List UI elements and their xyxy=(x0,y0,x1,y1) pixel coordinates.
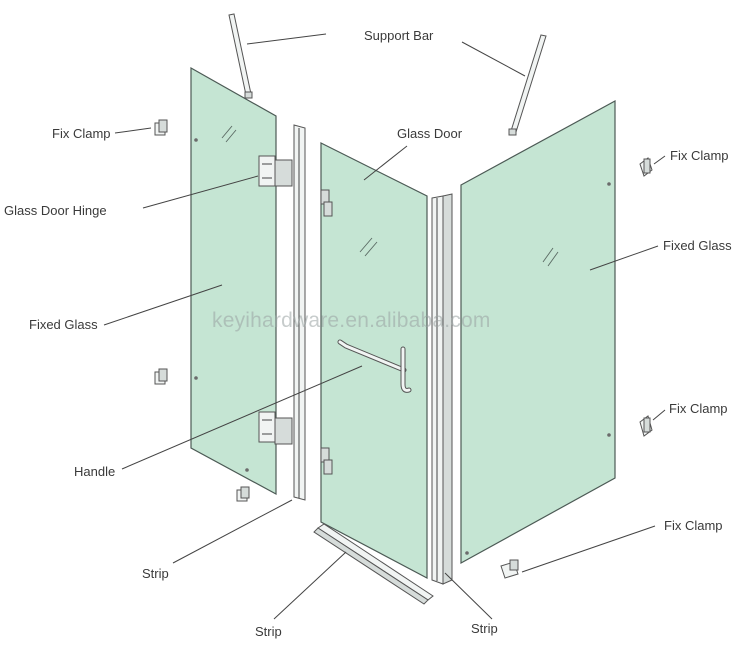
label-strip-bottom: Strip xyxy=(255,624,282,639)
label-support-bar: Support Bar xyxy=(364,28,434,43)
label-fixed-glass-left: Fixed Glass xyxy=(29,317,98,332)
label-strip-right: Strip xyxy=(471,621,498,636)
support-bar-right xyxy=(508,34,547,136)
fix-clamp-top-right xyxy=(639,157,653,177)
fixed-glass-left-panel xyxy=(190,66,277,496)
watermark-text: keyihardware.en.alibaba.com xyxy=(212,309,491,332)
fix-clamp-bottom-right xyxy=(500,559,519,579)
fix-clamp-top-left xyxy=(154,119,168,136)
label-fix-clamp-right-top: Fix Clamp xyxy=(670,148,729,163)
label-strip-left: Strip xyxy=(142,566,169,581)
support-bar-left xyxy=(228,13,253,99)
strip-vertical-right xyxy=(431,193,453,585)
label-fix-clamp-right-bottom: Fix Clamp xyxy=(664,518,723,533)
label-fix-clamp-left: Fix Clamp xyxy=(52,126,111,141)
fix-clamp-mid-left xyxy=(154,368,168,385)
door-handle xyxy=(337,339,412,393)
glass-door-hinge-bottom xyxy=(258,411,293,445)
glass-door-hinge-top xyxy=(258,155,293,187)
label-fix-clamp-right-mid: Fix Clamp xyxy=(669,401,728,416)
fix-clamp-mid-right xyxy=(639,415,653,437)
leader-lines xyxy=(103,33,666,620)
glass-door-panel xyxy=(320,142,428,579)
fix-clamp-bottom-left xyxy=(236,486,250,502)
label-handle: Handle xyxy=(74,464,116,479)
label-fixed-glass-right: Fixed Glass xyxy=(663,238,732,253)
strip-bottom xyxy=(313,523,434,605)
label-glass-door-hinge: Glass Door Hinge xyxy=(4,203,107,218)
strip-vertical-left xyxy=(293,124,306,501)
label-glass-door: Glass Door xyxy=(397,126,463,141)
fixed-glass-right-panel xyxy=(460,99,616,565)
